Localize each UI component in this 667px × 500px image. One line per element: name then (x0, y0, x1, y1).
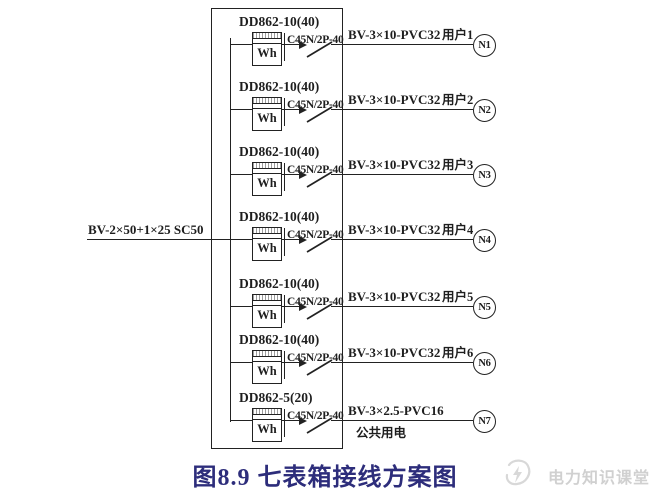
cable-spec-label: BV-3×10-PVC32 (348, 289, 441, 304)
energy-meter-box: Wh (252, 162, 282, 196)
meter-model-label: DD862-10(40) (239, 276, 320, 291)
meter-terminal-line (253, 39, 281, 44)
user-label: 用户5 (442, 290, 474, 304)
cable-spec-label: BV-3×2.5-PVC16 (348, 403, 444, 418)
meter-output-terminal-line (284, 33, 285, 61)
bus-line (230, 38, 231, 422)
branch-wire (230, 109, 254, 110)
meter-terminal-band (253, 98, 281, 104)
meter-wh-label: Wh (257, 241, 277, 255)
outgoing-wire (331, 362, 473, 363)
lightning-logo-icon (505, 459, 531, 486)
meter-wh-label: Wh (257, 111, 277, 125)
breaker-switch-icon (299, 236, 333, 253)
user-label: 用户2 (442, 93, 474, 107)
meter-terminal-band (253, 409, 281, 415)
watermark-text: 电力知识课堂 (548, 470, 651, 487)
meter-terminal-band (253, 33, 281, 39)
node-circle: N7 (473, 410, 496, 433)
meter-output-wire (281, 44, 301, 45)
meter-terminal-line (253, 104, 281, 109)
meter-output-wire (281, 174, 301, 175)
meter-terminal-line (253, 415, 281, 420)
meter-output-terminal-line (284, 98, 285, 126)
meter-output-terminal-line (284, 409, 285, 437)
outgoing-wire (331, 109, 473, 110)
meter-terminal-band (253, 163, 281, 169)
meter-output-wire (281, 239, 301, 240)
branch-wire (230, 420, 254, 421)
cable-spec-label: BV-3×10-PVC32 (348, 27, 441, 42)
energy-meter-box: Wh (252, 350, 282, 384)
meter-output-terminal-line (284, 351, 285, 379)
energy-meter-box: Wh (252, 408, 282, 442)
breaker-switch-icon (299, 41, 333, 58)
energy-meter-box: Wh (252, 227, 282, 261)
branch-wire (230, 44, 254, 45)
energy-meter-box: Wh (252, 97, 282, 131)
outgoing-wire (331, 306, 473, 307)
public-power-label: 公共用电 (356, 426, 407, 440)
user-label: 用户6 (442, 346, 474, 360)
outgoing-wire (331, 420, 473, 421)
meter-model-label: DD862-10(40) (239, 209, 320, 224)
meter-terminal-line (253, 301, 281, 306)
node-circle: N4 (473, 229, 496, 252)
meter-output-terminal-line (284, 163, 285, 191)
meter-model-label: DD862-10(40) (239, 14, 320, 29)
user-label: 用户3 (442, 158, 474, 172)
outgoing-wire (331, 239, 473, 240)
energy-meter-box: Wh (252, 32, 282, 66)
meter-output-wire (281, 306, 301, 307)
meter-terminal-band (253, 295, 281, 301)
cable-spec-label: BV-3×10-PVC32 (348, 157, 441, 172)
incoming-feeder-line (87, 239, 253, 240)
meter-box-enclosure (211, 8, 343, 449)
meter-terminal-line (253, 169, 281, 174)
meter-terminal-band (253, 228, 281, 234)
meter-wh-label: Wh (257, 364, 277, 378)
meter-model-label: DD862-10(40) (239, 144, 320, 159)
energy-meter-box: Wh (252, 294, 282, 328)
breaker-switch-icon (299, 171, 333, 188)
outgoing-wire (331, 174, 473, 175)
meter-model-label: DD862-10(40) (239, 79, 320, 94)
cable-spec-label: BV-3×10-PVC32 (348, 222, 441, 237)
meter-wh-label: Wh (257, 422, 277, 436)
branch-wire (230, 174, 254, 175)
node-circle: N1 (473, 34, 496, 57)
branch-wire (230, 362, 254, 363)
meter-terminal-line (253, 357, 281, 362)
node-circle: N5 (473, 296, 496, 319)
figure-title: 图8.9 七表箱接线方案图 (192, 465, 458, 491)
branch-wire (230, 306, 254, 307)
meter-terminal-band (253, 351, 281, 357)
meter-output-terminal-line (284, 228, 285, 256)
meter-output-wire (281, 362, 301, 363)
meter-model-label: DD862-5(20) (239, 390, 313, 405)
node-circle: N6 (473, 352, 496, 375)
incoming-feeder-label: BV-2×50+1×25 SC50 (88, 222, 204, 237)
meter-wh-label: Wh (257, 176, 277, 190)
user-label: 用户4 (442, 223, 474, 237)
node-circle: N2 (473, 99, 496, 122)
breaker-switch-icon (299, 359, 333, 376)
user-label: 用户1 (442, 28, 474, 42)
meter-output-wire (281, 420, 301, 421)
breaker-switch-icon (299, 303, 333, 320)
meter-model-label: DD862-10(40) (239, 332, 320, 347)
breaker-switch-icon (299, 417, 333, 434)
cable-spec-label: BV-3×10-PVC32 (348, 345, 441, 360)
node-circle: N3 (473, 164, 496, 187)
meter-output-wire (281, 109, 301, 110)
breaker-switch-icon (299, 106, 333, 123)
meter-terminal-line (253, 234, 281, 239)
outgoing-wire (331, 44, 473, 45)
meter-wh-label: Wh (257, 308, 277, 322)
meter-wh-label: Wh (257, 46, 277, 60)
meter-output-terminal-line (284, 295, 285, 323)
cable-spec-label: BV-3×10-PVC32 (348, 92, 441, 107)
